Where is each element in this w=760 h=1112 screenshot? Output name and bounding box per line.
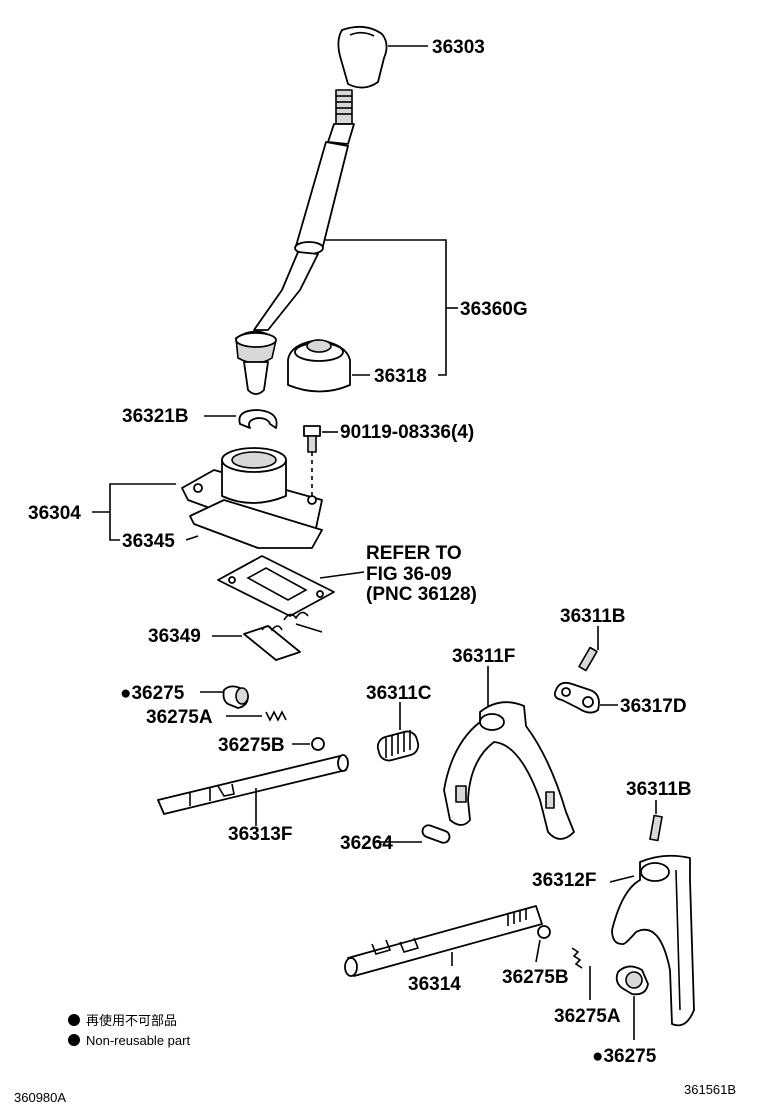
label-36345: 36345 (122, 531, 175, 552)
shift-fork-lower (609, 854, 695, 1027)
label-36303: 36303 (432, 37, 485, 58)
legend-japanese: 再使用不可部品 (86, 1013, 177, 1028)
legend: 再使用不可部品 Non-reusable part (68, 1013, 190, 1048)
label-36264: 36264 (340, 833, 393, 854)
bolt (303, 425, 338, 500)
label-36360g: 36360G (460, 299, 528, 320)
spring-center (376, 702, 420, 762)
label-36304: 36304 (28, 503, 81, 524)
snap-ring (204, 409, 278, 429)
non-reusable-dot-icon (68, 1034, 80, 1046)
spring-lower (571, 947, 591, 1000)
shift-lever (235, 89, 458, 395)
screw-plug-upper (200, 685, 249, 709)
footer-left-code: 360980A (14, 1090, 66, 1105)
shift-shaft-upper (157, 754, 349, 826)
upper-pin-set (553, 626, 618, 714)
label-36317d: 36317D (620, 696, 687, 717)
reference-gasket (217, 555, 365, 617)
label-fig-36-09: FIG 36-09 (366, 564, 452, 585)
label-36275-bottom: ●36275 (592, 1046, 657, 1067)
label-36321b: 36321B (122, 406, 189, 427)
lock-spring-set (212, 611, 323, 661)
label-36275a-top: 36275A (146, 707, 213, 728)
label-36349: 36349 (148, 626, 201, 647)
non-reusable-dot-icon (68, 1014, 80, 1026)
label-36275b-top: 36275B (218, 735, 285, 756)
shift-fork-upper (443, 666, 575, 840)
label-36311b-right: 36311B (626, 779, 692, 800)
label-36275-top: ●36275 (120, 683, 185, 704)
interlock-pin (374, 824, 451, 844)
fork-pin-lower (649, 800, 663, 842)
label-36311b-top: 36311B (560, 606, 626, 627)
label-90119-08336: 90119-08336(4) (340, 422, 474, 443)
screw-plug-lower (615, 965, 649, 1040)
label-36275b-bottom: 36275B (502, 967, 569, 988)
label-36311c: 36311C (366, 683, 432, 704)
label-36313f: 36313F (228, 824, 292, 845)
label-36318: 36318 (374, 366, 427, 387)
lever-housing (92, 447, 323, 549)
ball-upper (292, 737, 325, 751)
lever-retainer (287, 339, 370, 393)
label-refer-to: REFER TO (366, 543, 462, 564)
label-pnc-36128: (PNC 36128) (366, 584, 477, 605)
label-36311f: 36311F (452, 646, 515, 667)
label-36275a-bottom: 36275A (554, 1006, 621, 1027)
shift-knob (337, 25, 428, 89)
spring-upper (226, 710, 287, 722)
footer-right-code: 361561B (684, 1082, 736, 1097)
ball-lower (535, 925, 551, 963)
label-36314: 36314 (408, 974, 461, 995)
label-36312f: 36312F (532, 870, 596, 891)
shift-shaft-lower (344, 905, 543, 977)
legend-english: Non-reusable part (86, 1033, 190, 1048)
